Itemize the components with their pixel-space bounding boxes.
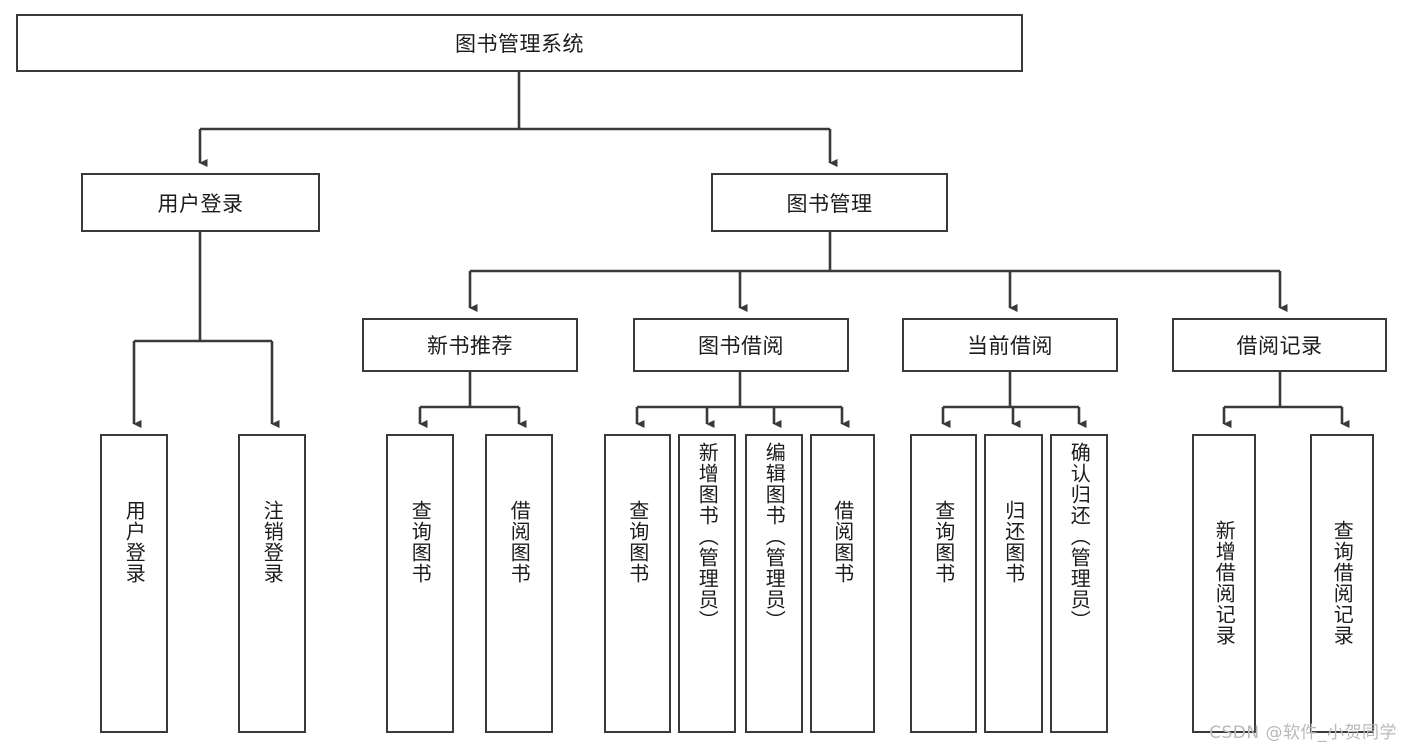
node-current-borrow-label: 当前借阅 bbox=[967, 334, 1053, 358]
node-leaf-borrow-book-2-label: 借阅图书 bbox=[830, 500, 855, 584]
node-leaf-query-book-1-label: 查询图书 bbox=[408, 500, 433, 584]
node-book-borrow[interactable]: 图书借阅 bbox=[633, 318, 849, 372]
edge-group-book-manage bbox=[468, 232, 1288, 313]
node-leaf-add-borrow-record[interactable]: 新增借阅记录 bbox=[1192, 434, 1256, 733]
node-leaf-query-book-3-label: 查询图书 bbox=[931, 500, 956, 584]
node-root[interactable]: 图书管理系统 bbox=[16, 14, 1023, 72]
node-new-book-recommend[interactable]: 新书推荐 bbox=[362, 318, 578, 372]
edge-group-current-borrow bbox=[941, 372, 1087, 429]
node-leaf-confirm-return-admin-label: 确认归还（管理员） bbox=[1067, 442, 1092, 631]
edge-group-root bbox=[198, 72, 838, 168]
node-leaf-return-book[interactable]: 归还图书 bbox=[984, 434, 1043, 733]
node-leaf-borrow-book-1[interactable]: 借阅图书 bbox=[485, 434, 553, 733]
node-new-book-recommend-label: 新书推荐 bbox=[427, 334, 513, 358]
edge-group-new-book-recommend bbox=[418, 372, 527, 429]
node-user-login-label: 用户登录 bbox=[157, 191, 244, 216]
node-book-borrow-label: 图书借阅 bbox=[698, 334, 784, 358]
node-leaf-edit-book-admin-label: 编辑图书（管理员） bbox=[762, 442, 787, 631]
node-borrow-record-label: 借阅记录 bbox=[1236, 334, 1323, 358]
node-leaf-query-borrow-record[interactable]: 查询借阅记录 bbox=[1310, 434, 1374, 733]
edge-group-borrow-record bbox=[1222, 372, 1350, 429]
node-leaf-add-book-admin-label: 新增图书（管理员） bbox=[695, 442, 720, 631]
node-borrow-record[interactable]: 借阅记录 bbox=[1172, 318, 1387, 372]
node-leaf-borrow-book-1-label: 借阅图书 bbox=[507, 500, 532, 584]
node-leaf-query-borrow-record-label: 查询借阅记录 bbox=[1330, 520, 1355, 646]
node-book-manage[interactable]: 图书管理 bbox=[711, 173, 948, 232]
node-leaf-edit-book-admin[interactable]: 编辑图书（管理员） bbox=[745, 434, 803, 733]
node-leaf-add-borrow-record-label: 新增借阅记录 bbox=[1212, 520, 1237, 646]
node-leaf-query-book-3[interactable]: 查询图书 bbox=[910, 434, 977, 733]
edge-group-book-borrow bbox=[635, 372, 850, 429]
node-leaf-user-login-label: 用户登录 bbox=[122, 500, 147, 584]
edge-group-user-login bbox=[132, 232, 280, 429]
node-leaf-query-book-1[interactable]: 查询图书 bbox=[386, 434, 454, 733]
node-leaf-confirm-return-admin[interactable]: 确认归还（管理员） bbox=[1050, 434, 1108, 733]
node-leaf-user-logout[interactable]: 注销登录 bbox=[238, 434, 306, 733]
node-leaf-borrow-book-2[interactable]: 借阅图书 bbox=[810, 434, 875, 733]
node-leaf-add-book-admin[interactable]: 新增图书（管理员） bbox=[678, 434, 736, 733]
node-leaf-query-book-2-label: 查询图书 bbox=[625, 500, 650, 584]
node-root-label: 图书管理系统 bbox=[455, 32, 584, 56]
node-user-login[interactable]: 用户登录 bbox=[81, 173, 320, 232]
watermark-credit: CSDN @软件_小贺同学 bbox=[1209, 723, 1397, 743]
node-leaf-user-login[interactable]: 用户登录 bbox=[100, 434, 168, 733]
node-leaf-user-logout-label: 注销登录 bbox=[260, 500, 285, 584]
node-leaf-query-book-2[interactable]: 查询图书 bbox=[604, 434, 671, 733]
node-current-borrow[interactable]: 当前借阅 bbox=[902, 318, 1118, 372]
node-book-manage-label: 图书管理 bbox=[786, 191, 873, 216]
node-leaf-return-book-label: 归还图书 bbox=[1001, 500, 1026, 584]
